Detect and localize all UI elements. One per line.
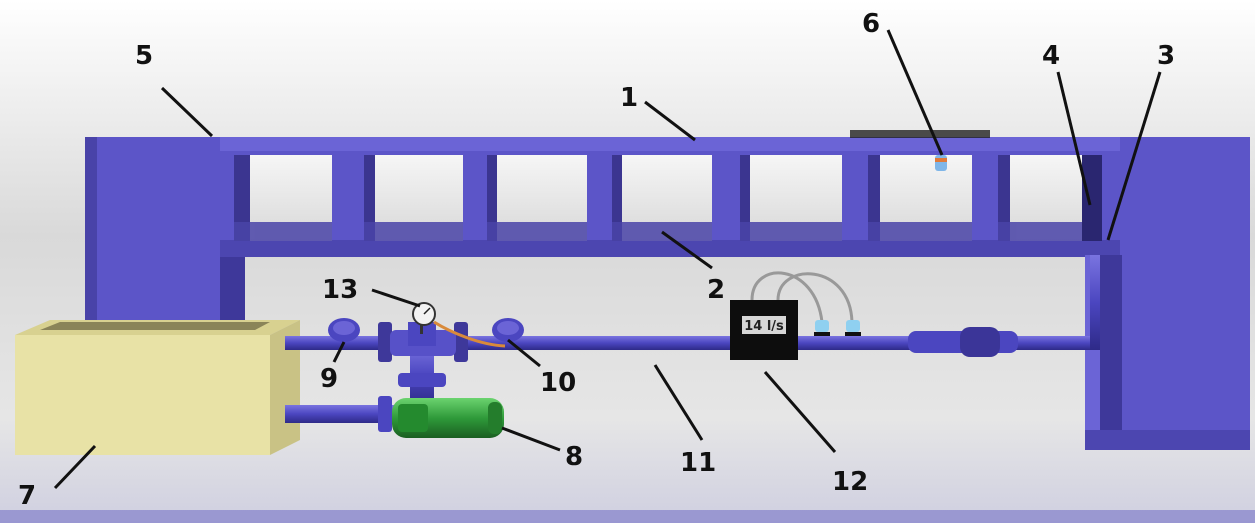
label-13: 13 (322, 275, 358, 305)
label-6: 6 (862, 9, 880, 39)
pump-riser (378, 322, 468, 405)
label-9: 9 (320, 364, 338, 394)
suction-pipe (285, 396, 395, 432)
valve-10 (492, 318, 524, 342)
sump-tank (15, 320, 300, 455)
label-5: 5 (135, 41, 153, 71)
label-7: 7 (18, 481, 36, 511)
pressure-gauge (412, 302, 506, 348)
floor-shadow (0, 510, 1255, 523)
label-10: 10 (540, 368, 576, 398)
pump (392, 398, 504, 438)
main-pipe (285, 255, 1100, 357)
leader-lines (53, 29, 1162, 490)
label-3: 3 (1157, 41, 1175, 71)
right-tank (1085, 137, 1250, 450)
label-11: 11 (680, 448, 716, 478)
label-4: 4 (1042, 41, 1060, 71)
label-8: 8 (565, 442, 583, 472)
label-1: 1 (620, 83, 638, 113)
point-gauge-probe (935, 155, 947, 171)
left-support (85, 137, 245, 337)
flow-meter-reading: 14 l/s (744, 319, 784, 334)
flume-channel (220, 130, 1125, 257)
flow-meter: 14 l/s (730, 271, 861, 360)
number-labels: 1 2 3 4 5 6 7 8 9 10 11 12 13 (18, 9, 1175, 511)
label-2: 2 (707, 275, 725, 305)
label-12: 12 (832, 467, 868, 497)
valve-9 (328, 318, 360, 342)
